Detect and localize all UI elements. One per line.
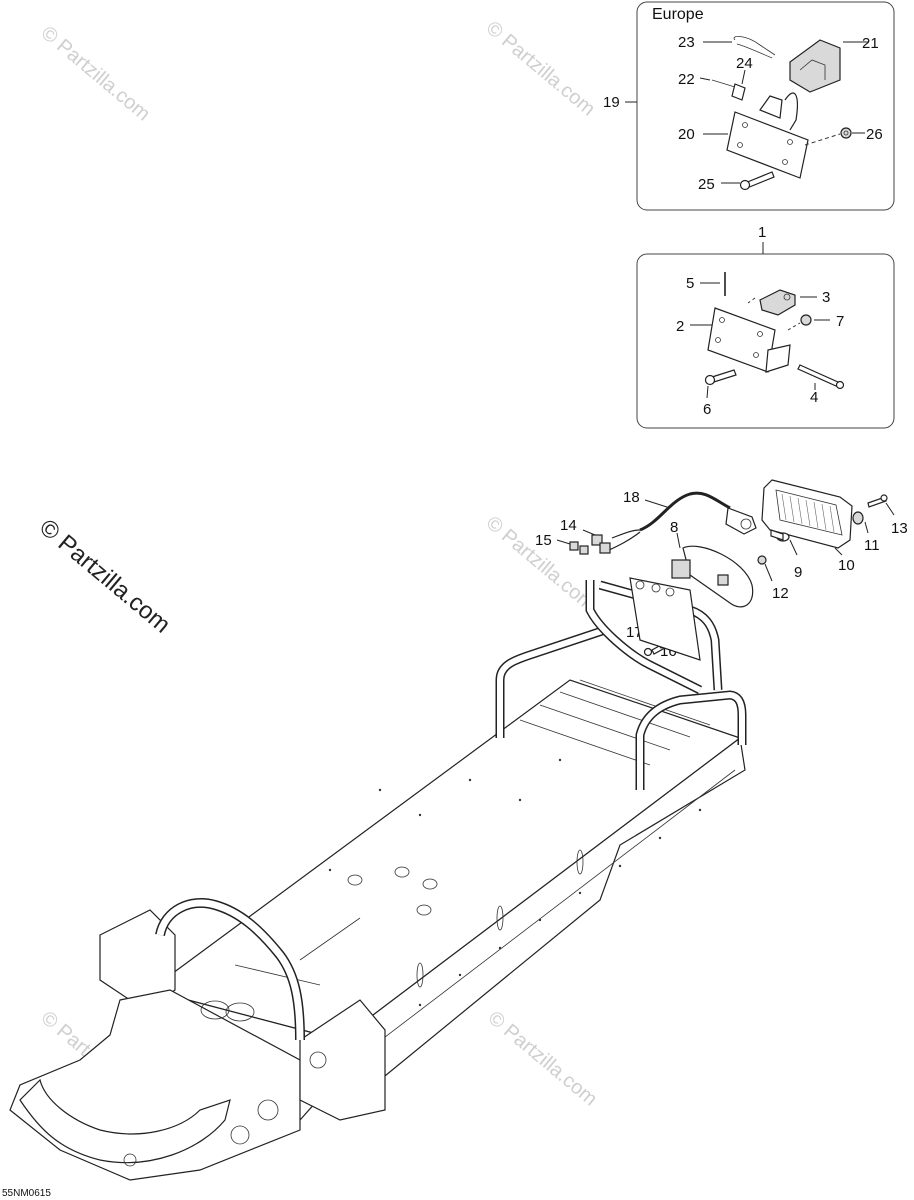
callout-11: 11 bbox=[864, 537, 880, 554]
taillight-assembly: 18 14 8 15 13 11 10 9 12 17 16 bbox=[535, 479, 908, 660]
standard-box-frame bbox=[636, 253, 895, 429]
watermark: © Partzilla.com bbox=[482, 512, 599, 615]
callout-6: 6 bbox=[703, 401, 711, 418]
callout-14: 14 bbox=[560, 517, 577, 534]
callout-2: 2 bbox=[676, 318, 684, 335]
callout-5: 5 bbox=[686, 275, 694, 292]
callout-7: 7 bbox=[836, 313, 844, 330]
europe-plate-bracket bbox=[726, 111, 809, 179]
callout-19: 19 bbox=[603, 94, 620, 111]
callout-8: 8 bbox=[670, 519, 678, 536]
diagram-code: 55NM0615 bbox=[2, 1188, 51, 1199]
callout-3: 3 bbox=[822, 289, 830, 306]
europe-box-title: Europe bbox=[652, 6, 704, 23]
watermark-main: © Partzilla.com bbox=[34, 514, 175, 639]
standard-bracket bbox=[759, 289, 796, 316]
europe-kit-box: Europe 19 23 21 bbox=[603, 1, 895, 211]
watermark: © Partzilla.com bbox=[482, 17, 599, 120]
watermark: © Partzilla.com bbox=[37, 22, 154, 125]
callout-23: 23 bbox=[678, 34, 695, 51]
callout-26: 26 bbox=[866, 126, 883, 143]
callout-20: 20 bbox=[678, 126, 695, 143]
standard-plate bbox=[707, 307, 776, 373]
callout-13: 13 bbox=[891, 520, 908, 537]
watermark: © Partzilla.com bbox=[484, 1007, 601, 1110]
europe-cap bbox=[789, 39, 841, 93]
callout-25: 25 bbox=[698, 176, 715, 193]
callout-1: 1 bbox=[758, 224, 766, 241]
rear-rack bbox=[495, 577, 747, 790]
callout-15: 15 bbox=[535, 532, 552, 549]
chassis bbox=[9, 577, 747, 1181]
callout-10: 10 bbox=[838, 557, 855, 574]
callout-9: 9 bbox=[794, 564, 802, 581]
europe-box-frame bbox=[636, 1, 895, 211]
callout-22: 22 bbox=[678, 71, 695, 88]
callout-24: 24 bbox=[736, 55, 753, 72]
standard-kit-box: 1 5 3 7 2 4 6 bbox=[636, 224, 895, 429]
callout-12: 12 bbox=[772, 585, 789, 602]
taillight-lens bbox=[761, 479, 853, 549]
callout-21: 21 bbox=[862, 35, 879, 52]
callout-4: 4 bbox=[810, 389, 818, 406]
callout-18: 18 bbox=[623, 489, 640, 506]
wire-harness bbox=[639, 491, 731, 532]
